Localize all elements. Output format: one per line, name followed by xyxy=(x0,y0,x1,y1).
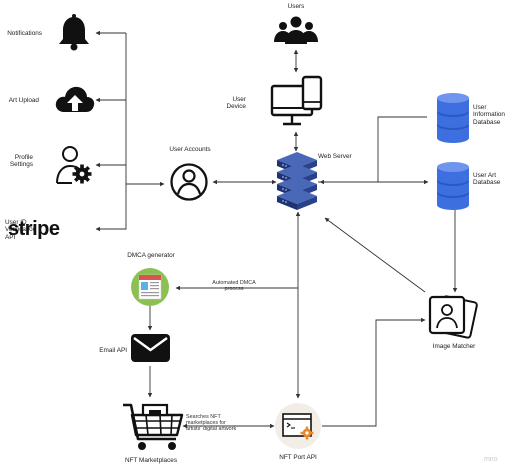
label-email-api: Email API xyxy=(99,347,127,354)
label-user-device: User Device xyxy=(226,96,246,111)
edge-matcher-server xyxy=(324,217,426,293)
label-automated-dmca: Automated DMCA process xyxy=(212,280,256,293)
email-icon xyxy=(131,334,170,362)
image-matcher-icon xyxy=(428,295,478,339)
stripe-logo: stripe xyxy=(8,218,60,240)
cloud-upload-icon xyxy=(55,86,95,112)
label-art-upload: Art Upload xyxy=(8,97,39,104)
label-nft-port-api: NFT Port API xyxy=(279,454,317,461)
dmca-document-icon xyxy=(131,268,169,306)
label-user-art-db: User Art Database xyxy=(473,172,501,187)
edge-nftport-matcher xyxy=(322,317,426,427)
label-notifications: Notifications xyxy=(7,30,42,37)
miro-watermark: miro xyxy=(484,456,498,463)
label-searches-nft: Searches NFT marketplaces for artists' d… xyxy=(186,414,237,433)
edge-accounts-bracket xyxy=(125,33,162,185)
user-account-icon xyxy=(170,163,208,201)
users-group-icon xyxy=(274,16,318,44)
shopping-cart-icon xyxy=(123,403,184,450)
gear-icon xyxy=(300,426,314,440)
label-nft-marketplaces: NFT Marketplaces xyxy=(124,457,178,464)
api-window-icon xyxy=(275,403,321,449)
gear-icon xyxy=(72,164,92,184)
label-users: Users xyxy=(287,3,305,10)
label-user-id-api: User ID Verification API xyxy=(5,219,37,241)
monitor-phone-icon xyxy=(270,75,323,126)
bell-icon xyxy=(59,14,89,51)
connectors xyxy=(95,30,458,429)
label-web-server: Web Server xyxy=(318,153,352,160)
label-profile-settings: Profile Settings xyxy=(9,154,33,169)
server-stack-icon xyxy=(277,152,317,210)
user-settings-icon xyxy=(56,146,92,184)
label-image-matcher: Image Matcher xyxy=(432,343,476,350)
label-user-info-db: User Information Database xyxy=(473,104,505,126)
edge-to-user-id-api xyxy=(95,184,127,232)
label-user-accounts: User Accounts xyxy=(169,146,211,153)
edge-server-dbs xyxy=(318,116,427,183)
database-icon xyxy=(437,93,469,143)
label-dmca-generator: DMCA generator xyxy=(127,252,175,259)
database-icon xyxy=(437,162,469,210)
